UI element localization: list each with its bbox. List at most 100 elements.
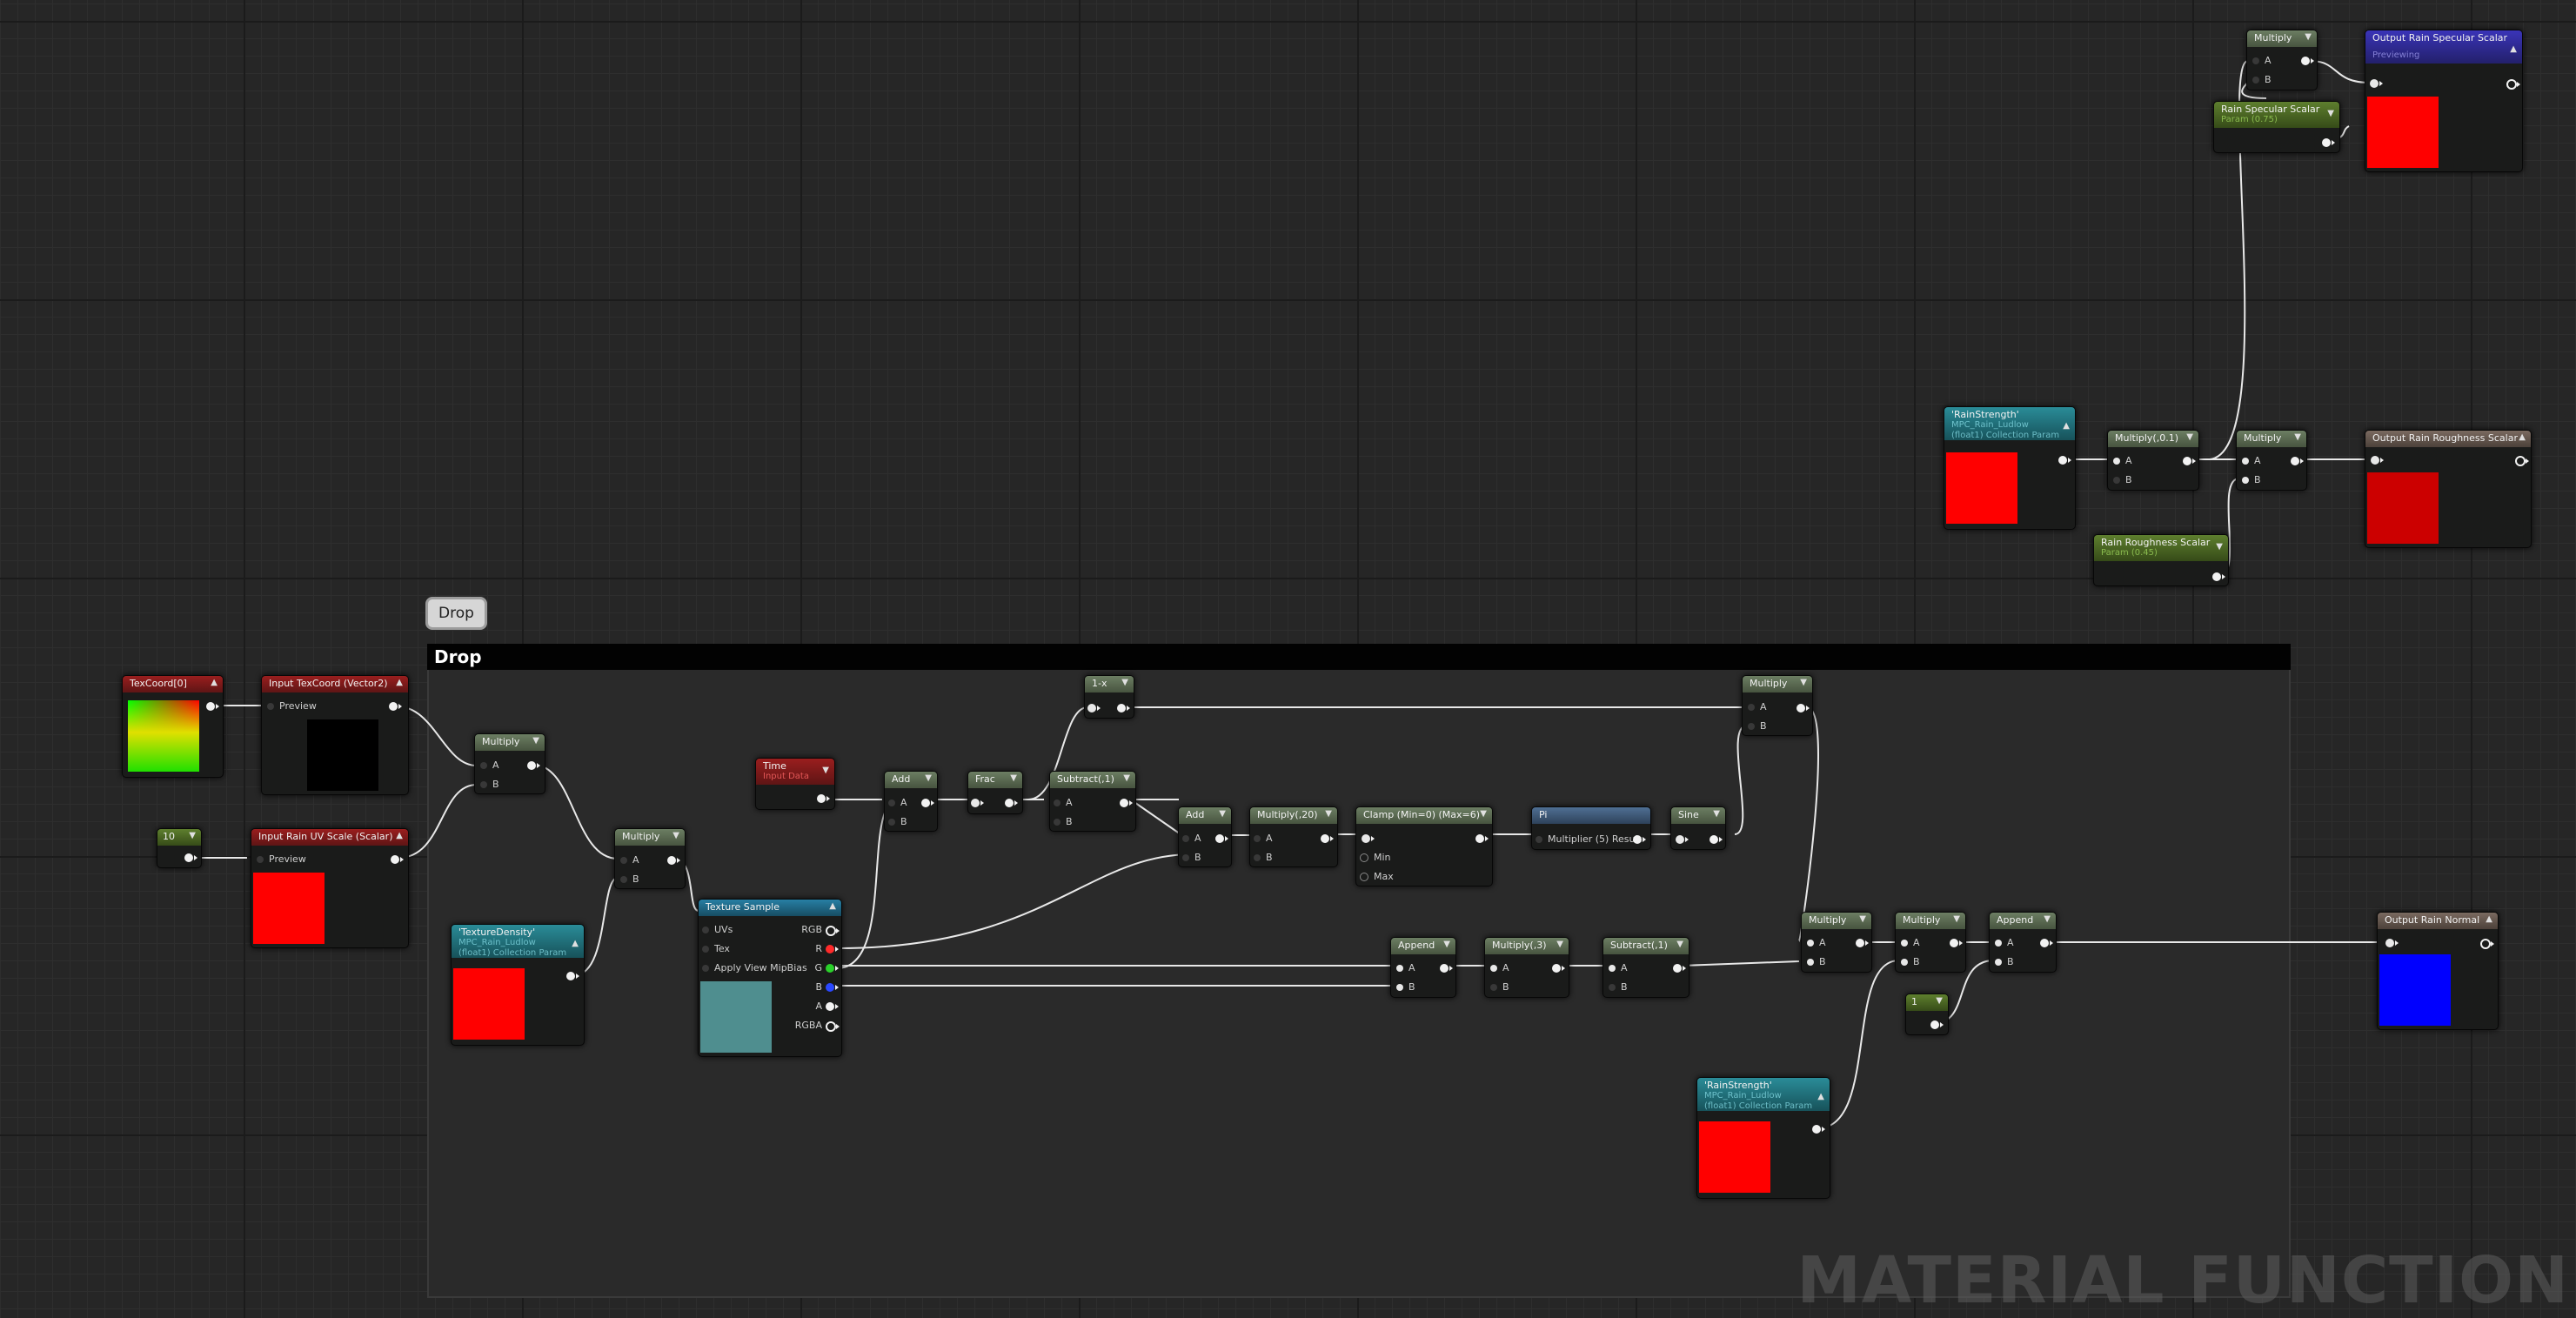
output-pin[interactable] xyxy=(1673,964,1686,973)
input-pin-b[interactable]: B xyxy=(1609,981,1628,994)
node-clamp[interactable]: Clamp (Min=0) (Max=6)▼ Min Max xyxy=(1355,806,1493,886)
collapse-icon[interactable]: ▲ xyxy=(572,939,579,948)
dropdown-icon[interactable]: ▼ xyxy=(1443,940,1450,949)
output-pin[interactable] xyxy=(1440,964,1453,973)
output-pin-g[interactable] xyxy=(826,964,839,973)
output-pin[interactable] xyxy=(184,853,197,862)
input-pin-b[interactable]: B xyxy=(1748,720,1767,733)
node-input-rain-uv-scale[interactable]: Input Rain UV Scale (Scalar)▲ Preview xyxy=(251,828,409,948)
node-input-texcoord[interactable]: Input TexCoord (Vector2)▲ Preview xyxy=(261,675,409,795)
output-pin[interactable] xyxy=(566,972,579,980)
input-pin-a[interactable]: A xyxy=(1396,962,1415,974)
input-pin-b[interactable]: B xyxy=(1807,956,1826,968)
node-output-rain-roughness[interactable]: Output Rain Roughness Scalar▲ xyxy=(2365,430,2532,548)
dropdown-icon[interactable]: ▼ xyxy=(2216,542,2223,552)
collapse-icon[interactable]: ▲ xyxy=(211,678,217,687)
node-multiply[interactable]: Multiply▼ A B xyxy=(1801,912,1872,973)
dropdown-icon[interactable]: ▼ xyxy=(2044,914,2051,924)
node-texcoord[interactable]: TexCoord[0]▲ xyxy=(122,675,224,778)
dropdown-icon[interactable]: ▼ xyxy=(925,773,932,783)
output-pin[interactable] xyxy=(2301,57,2314,65)
dropdown-icon[interactable]: ▼ xyxy=(1123,773,1130,783)
dropdown-icon[interactable]: ▼ xyxy=(1859,914,1866,924)
node-add[interactable]: Add▼ A B xyxy=(1178,806,1232,867)
input-pin-uvs[interactable]: UVs xyxy=(702,924,733,936)
collapse-icon[interactable]: ▲ xyxy=(396,678,403,687)
node-multiply[interactable]: Multiply▼ A B xyxy=(2246,30,2318,90)
node-constant-10[interactable]: 10▼ xyxy=(157,828,202,868)
node-output-rain-normal[interactable]: Output Rain Normal▲ xyxy=(2377,912,2499,1030)
dropdown-icon[interactable]: ▼ xyxy=(1713,809,1720,819)
input-pin-a[interactable]: A xyxy=(620,854,639,866)
node-multiply[interactable]: Multiply▼ A B xyxy=(614,828,686,889)
input-pin-max[interactable]: Max xyxy=(1360,871,1394,883)
input-pin-a[interactable]: A xyxy=(1182,833,1201,845)
node-append[interactable]: Append▼ A B xyxy=(1989,912,2057,973)
node-sine[interactable]: Sine▼ xyxy=(1670,806,1726,850)
input-pin-b[interactable]: B xyxy=(1054,816,1073,828)
output-pin[interactable] xyxy=(2506,79,2520,90)
output-pin[interactable] xyxy=(2322,138,2335,147)
collapse-icon[interactable]: ▲ xyxy=(2519,432,2526,442)
dropdown-icon[interactable]: ▼ xyxy=(1121,678,1128,687)
input-pin-a[interactable]: A xyxy=(1490,962,1509,974)
collapse-icon[interactable]: ▲ xyxy=(2510,44,2517,54)
input-pin-b[interactable]: B xyxy=(2113,474,2132,486)
output-pin[interactable] xyxy=(1797,704,1810,713)
collapse-icon[interactable]: ▲ xyxy=(1817,1092,1824,1101)
output-pin[interactable] xyxy=(1215,834,1228,843)
input-pin-apply-view-mipbias[interactable]: Apply View MipBias xyxy=(702,962,807,974)
input-pin[interactable] xyxy=(2385,939,2399,947)
input-pin-a[interactable]: A xyxy=(2242,455,2261,467)
output-pin-a[interactable] xyxy=(826,1002,839,1011)
input-pin[interactable] xyxy=(1362,834,1375,843)
input-pin-a[interactable]: A xyxy=(1748,701,1767,713)
input-pin-b[interactable]: B xyxy=(1490,981,1509,994)
input-pin-a[interactable]: A xyxy=(1609,962,1628,974)
dropdown-icon[interactable]: ▼ xyxy=(1219,809,1226,819)
dropdown-icon[interactable]: ▼ xyxy=(1325,809,1332,819)
comment-title[interactable]: Drop xyxy=(427,644,2291,670)
collapse-icon[interactable]: ▲ xyxy=(2063,421,2070,431)
input-pin-a[interactable]: A xyxy=(1995,937,2014,949)
collapse-icon[interactable]: ▲ xyxy=(829,901,836,911)
output-pin[interactable] xyxy=(1117,704,1130,713)
input-pin-b[interactable]: B xyxy=(2252,74,2272,86)
node-rain-strength[interactable]: 'RainStrength'MPC_Rain_Ludlow(float1) Co… xyxy=(1696,1077,1830,1199)
dropdown-icon[interactable]: ▼ xyxy=(822,766,829,775)
input-pin-preview[interactable]: Preview xyxy=(257,853,306,866)
dropdown-icon[interactable]: ▼ xyxy=(2186,432,2193,442)
input-pin-a[interactable]: A xyxy=(1254,833,1273,845)
output-pin[interactable] xyxy=(1930,1020,1944,1029)
output-pin[interactable] xyxy=(2183,457,2196,465)
output-pin[interactable] xyxy=(206,702,219,711)
input-pin[interactable] xyxy=(2370,79,2383,88)
input-pin-a[interactable]: A xyxy=(2252,55,2272,67)
output-pin[interactable] xyxy=(2515,456,2529,466)
output-pin[interactable] xyxy=(1633,835,1646,844)
input-pin-b[interactable]: B xyxy=(2242,474,2261,486)
output-pin[interactable] xyxy=(1856,939,1869,947)
input-pin-a[interactable]: A xyxy=(1054,797,1073,809)
input-pin-b[interactable]: B xyxy=(1995,956,2014,968)
output-pin[interactable] xyxy=(1005,799,1018,807)
comment-bubble[interactable]: Drop xyxy=(425,597,487,630)
node-multiply[interactable]: Multiply▼ A B xyxy=(1895,912,1966,973)
input-pin-a[interactable]: A xyxy=(888,797,907,809)
output-pin-rgb[interactable] xyxy=(826,926,840,936)
input-pin-b[interactable]: B xyxy=(480,779,499,791)
dropdown-icon[interactable]: ▼ xyxy=(1480,809,1487,819)
input-pin-min[interactable]: Min xyxy=(1360,852,1391,864)
input-pin-a[interactable]: A xyxy=(480,759,499,772)
dropdown-icon[interactable]: ▼ xyxy=(1936,996,1943,1006)
node-pi[interactable]: Pi Multiplier (5) Result xyxy=(1531,806,1651,850)
node-rain-strength[interactable]: 'RainStrength'MPC_Rain_Ludlow(float1) Co… xyxy=(1944,406,2076,530)
output-pin[interactable] xyxy=(921,799,934,807)
output-pin-b[interactable] xyxy=(826,983,839,992)
dropdown-icon[interactable]: ▼ xyxy=(532,736,539,746)
dropdown-icon[interactable]: ▼ xyxy=(1010,773,1017,783)
node-multiply[interactable]: Multiply▼ A B xyxy=(474,733,545,794)
node-constant-1[interactable]: 1▼ xyxy=(1905,994,1949,1035)
